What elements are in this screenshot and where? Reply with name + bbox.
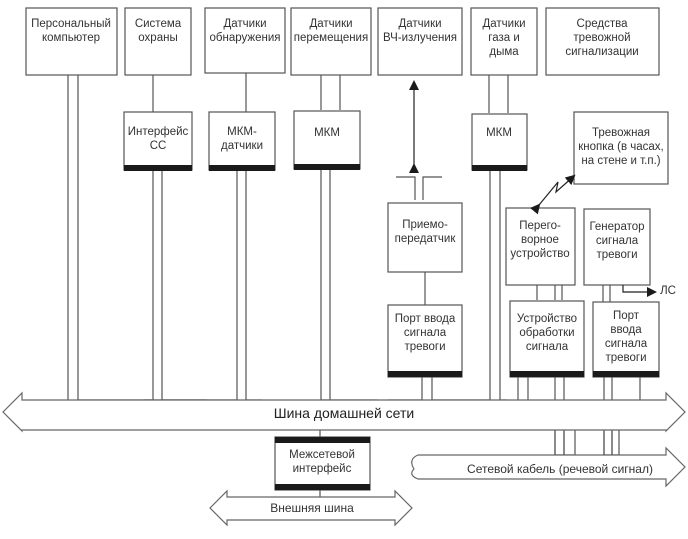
wire-cable-crossing <box>554 431 613 455</box>
intercom-label-3: устройство <box>510 248 569 260</box>
block-mkm-2: МКМ <box>471 113 528 171</box>
sigproc-label-2: обработки <box>519 327 574 339</box>
port-2-label-4: тревоги <box>605 352 646 364</box>
wire-pc <box>67 75 79 400</box>
top-block-pc: Персональный компьютер <box>25 7 118 76</box>
wire-gen-port2 <box>602 285 611 302</box>
pc-label-1: Персональный <box>31 18 111 30</box>
wire-intercom-sigproc <box>536 285 563 300</box>
block-port-1: Порт ввода сигнала тревоги <box>387 304 463 378</box>
port-1-label-3: тревоги <box>404 341 445 353</box>
network-cable-bus-label: Сетевой кабель (речевой сигнал) <box>467 462 653 476</box>
sigproc-label-3: сигнала <box>526 341 569 353</box>
home-network-bus <box>2 391 686 433</box>
block-gateway: Межсетевой интерфейс <box>274 436 371 491</box>
gas-label-3: дыма <box>489 46 519 58</box>
wire-antenna <box>396 176 442 200</box>
port-1-label-2: сигнала <box>404 327 447 339</box>
external-bus-label: Внешняя шина <box>270 501 354 515</box>
wire-gas-top <box>488 75 509 113</box>
gateway-label-1: Межсетевой <box>289 449 355 461</box>
transceiver-label-1: Приемо- <box>402 219 448 231</box>
sigproc-label-1: Устройство <box>517 313 577 325</box>
rf-label-2: ВЧ-излучения <box>383 32 457 44</box>
security-label-2: охраны <box>138 32 177 44</box>
block-mkm-1: МКМ <box>293 110 361 170</box>
detect-label-1: Датчики <box>223 18 266 30</box>
external-bus <box>209 489 413 527</box>
block-intercom: Перего- ворное устройство <box>505 207 576 286</box>
rf-label-1: Датчики <box>398 18 441 30</box>
transceiver-label-2: передатчик <box>395 233 457 245</box>
block-interface-ss: Интерфейс СС <box>123 111 193 171</box>
motion-label-1: Датчики <box>309 18 352 30</box>
panic-label-3: на стене и т.п.) <box>581 155 660 167</box>
home-network-bus-label: Шина домашней сети <box>274 405 414 421</box>
wire-security-bottom <box>78 170 207 401</box>
top-block-detect: Датчики обнаружения <box>204 7 286 74</box>
alarm-means-label-2: тревожной <box>573 32 630 44</box>
ls-output-arrow <box>622 285 657 297</box>
port-2-label-1: Порт <box>613 310 640 322</box>
detect-label-2: обнаружения <box>210 32 281 44</box>
top-block-alarm-means: Средства тревожной сигнализации <box>545 7 660 76</box>
alarm-gen-label-1: Генератор <box>589 221 644 233</box>
top-block-security: Система охраны <box>124 7 192 76</box>
alarm-gen-label-2: сигнала <box>596 235 639 247</box>
block-alarm-generator: Генератор сигнала тревоги <box>583 208 651 286</box>
mkm-sensors-label-1: МКМ- <box>227 126 257 138</box>
wire-motion-bottom <box>320 170 377 401</box>
pc-label-2: компьютер <box>42 32 100 44</box>
port-1-label-1: Порт ввода <box>395 313 456 325</box>
iface-ss-label-1: Интерфейс <box>128 126 189 138</box>
panic-label-2: кнопка (в часах, <box>578 141 664 153</box>
wireless-zigzag-arrow <box>530 174 576 215</box>
wire-motion-top <box>320 75 341 110</box>
network-cable-bus <box>411 446 686 488</box>
alarm-gen-label-3: тревоги <box>596 249 637 261</box>
block-panic-button: Тревожная кнопка (в часах, на стене и т.… <box>573 111 669 185</box>
port-2-label-2: ввода <box>610 324 642 336</box>
panic-label-1: Тревожная <box>592 127 650 139</box>
mkm-sensors-label-2: датчики <box>221 140 263 152</box>
security-label-1: Система <box>135 18 182 30</box>
wire-port1-bottom <box>388 377 490 401</box>
motion-label-2: перемещения <box>294 32 368 44</box>
mkm-2-label: МКМ <box>486 127 512 139</box>
iface-ss-label-2: СС <box>150 140 167 152</box>
intercom-label-1: Перего- <box>519 220 561 232</box>
top-block-motion: Датчики перемещения <box>290 7 372 76</box>
block-mkm-sensors: МКМ- датчики <box>208 111 276 171</box>
mkm-1-label: МКМ <box>314 127 340 139</box>
gas-label-1: Датчики <box>482 18 525 30</box>
top-block-rf: Датчики ВЧ-излучения <box>377 7 463 76</box>
gateway-label-2: интерфейс <box>293 463 352 475</box>
block-transceiver: Приемо- передатчик <box>387 202 463 273</box>
ls-label: ЛС <box>660 285 676 297</box>
top-block-gas: Датчики газа и дыма <box>470 7 538 76</box>
block-port-2: Порт ввода сигнала тревоги <box>592 301 660 378</box>
gas-label-2: газа и <box>488 32 520 44</box>
wire-mkm2-bottom <box>489 170 507 401</box>
alarm-means-label-1: Средства <box>577 18 629 30</box>
alarm-means-label-3: сигнализации <box>565 46 638 58</box>
intercom-label-2: ворное <box>521 234 559 246</box>
port-2-label-3: сигнала <box>605 338 648 350</box>
block-signal-processor: Устройство обработки сигнала <box>509 300 585 378</box>
